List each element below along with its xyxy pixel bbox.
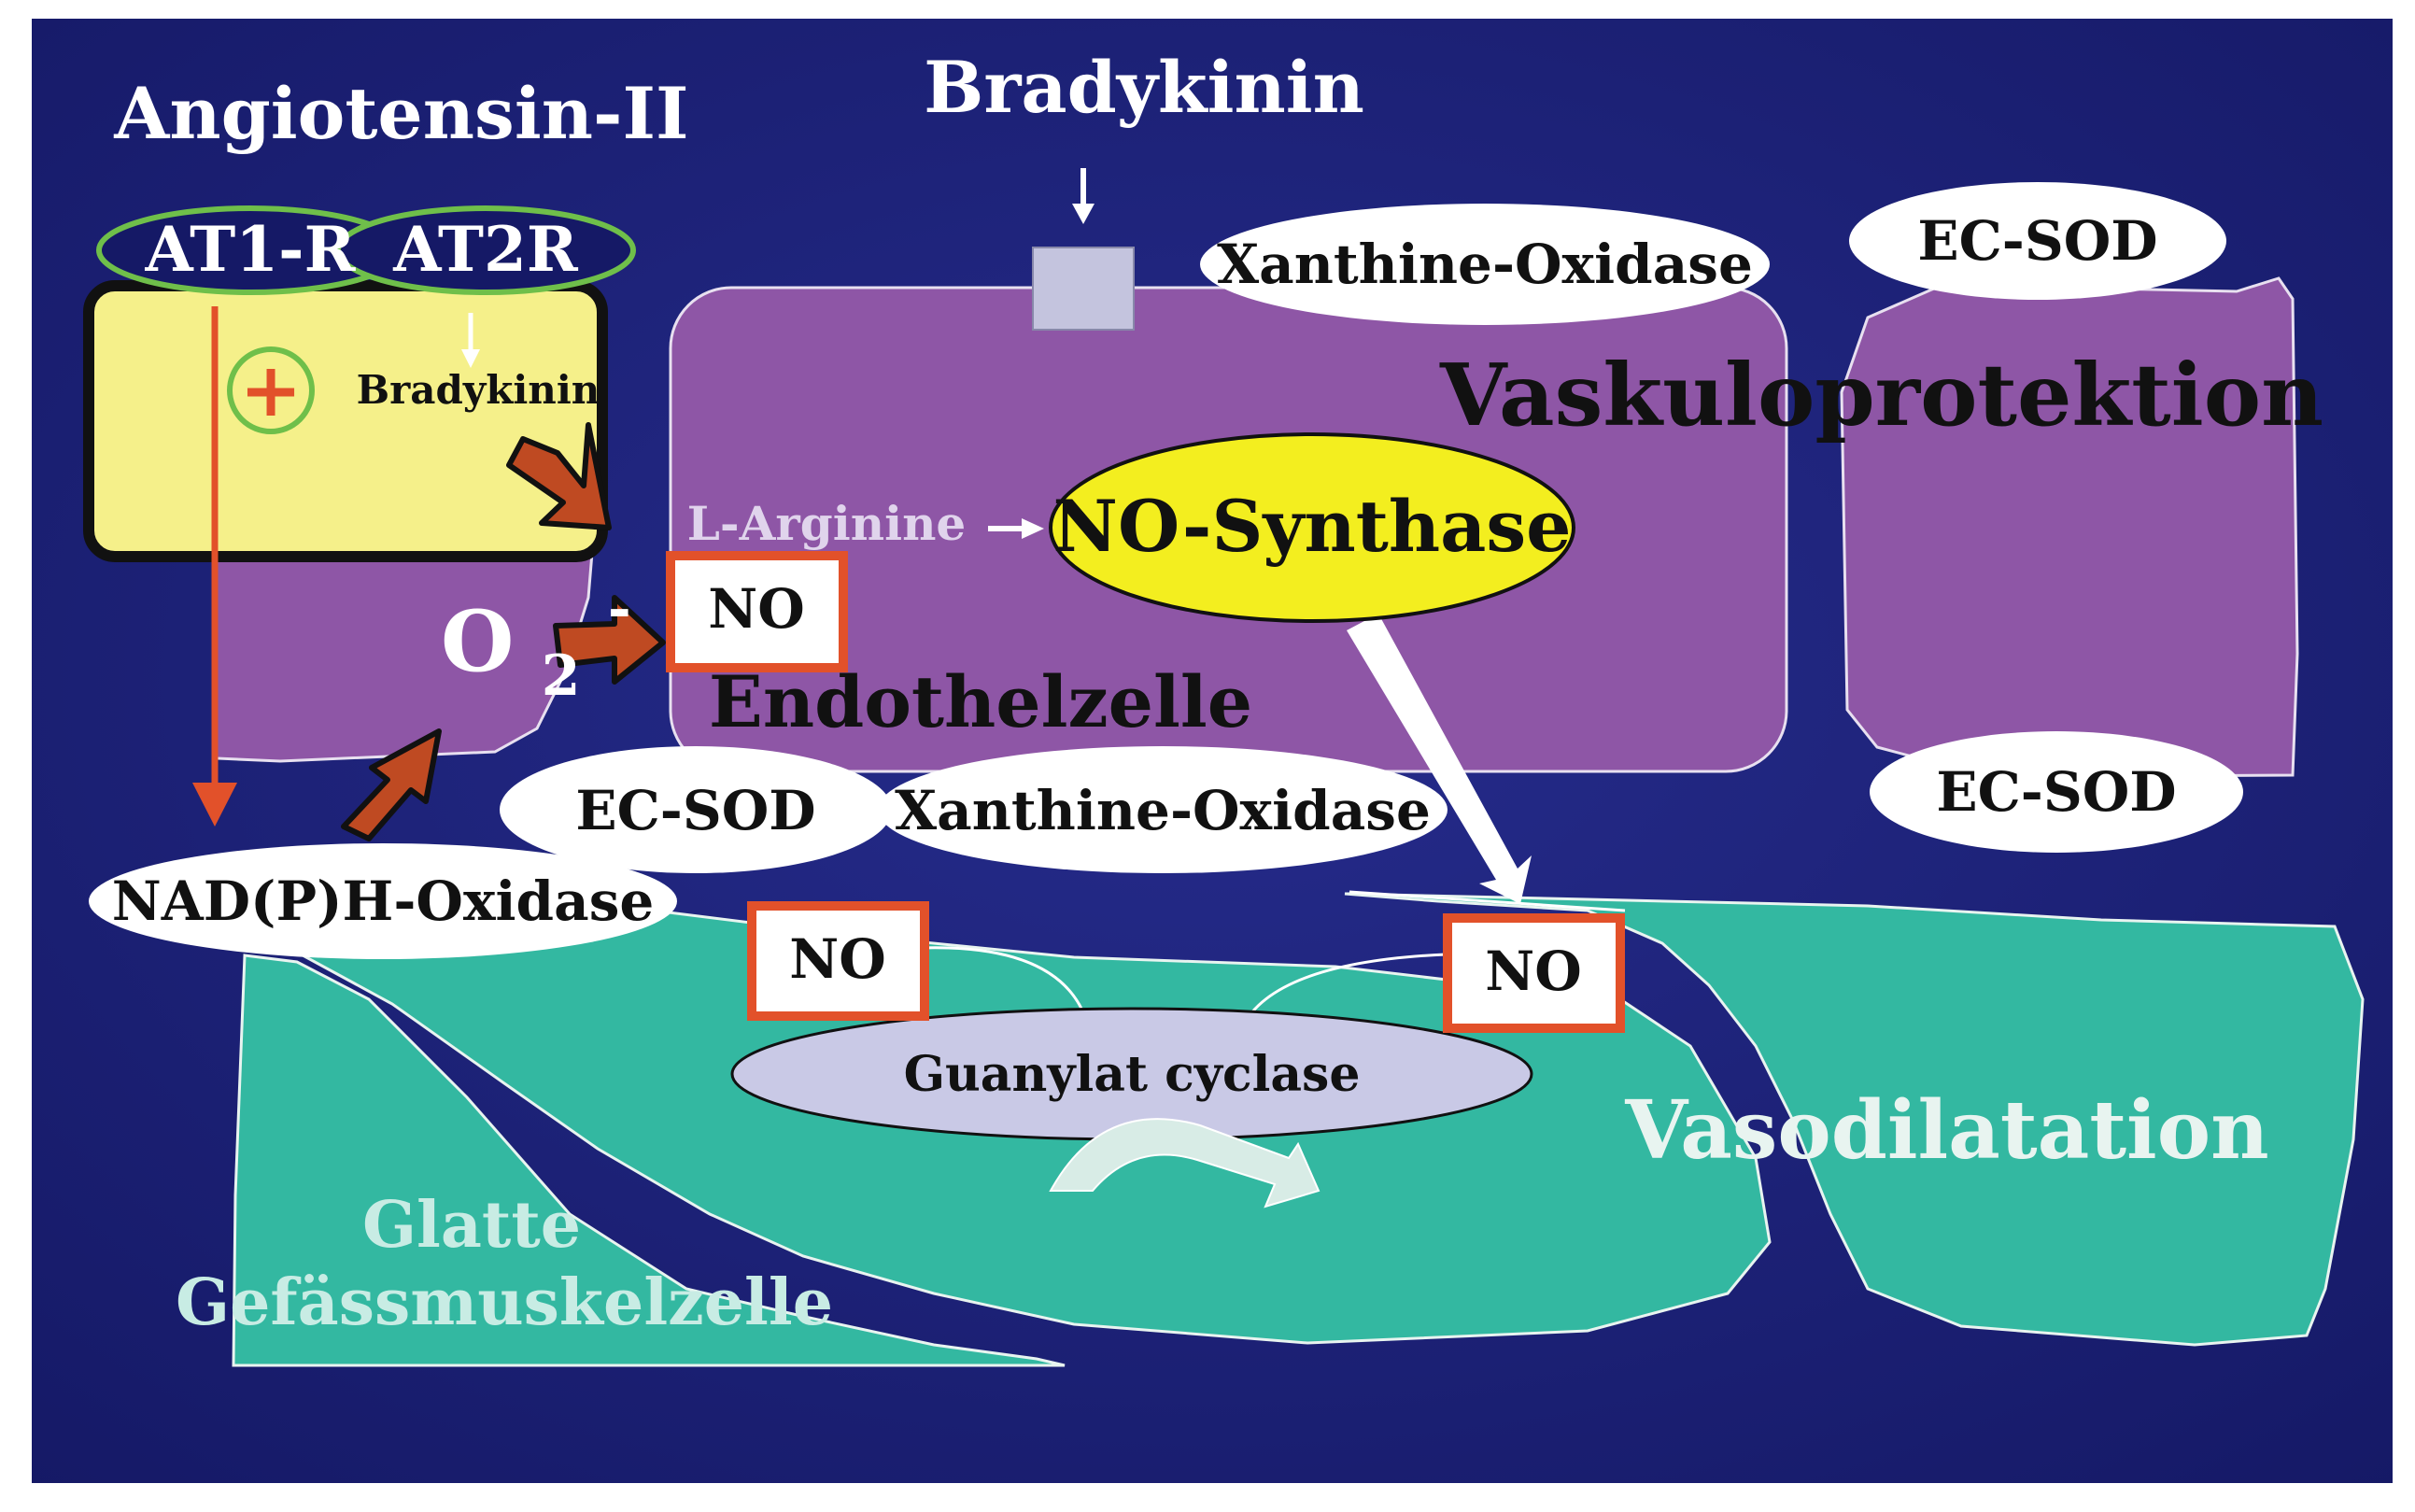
- xanthine-oxidase-middle-label: Xanthine-Oxidase: [895, 779, 1431, 842]
- ec-sod-middle-oval: [500, 746, 892, 873]
- no-synthase-oval: [1049, 432, 1575, 623]
- membrane-region: [83, 280, 608, 562]
- bradykinin-top-label: Bradykinin: [924, 46, 1364, 129]
- l-arginine-arrow: [988, 518, 1044, 539]
- gefaessmuskelzelle-label: Gefässmuskelzelle: [176, 1265, 833, 1340]
- at2r-down-arrow: [461, 313, 480, 368]
- plus-sign-icon: [227, 346, 315, 434]
- superoxide-superscript: -: [608, 576, 631, 642]
- xanthine-oxidase-top-oval: [1200, 204, 1770, 325]
- guanylat-cyclase-label: Guanylat cyclase: [904, 1046, 1361, 1103]
- nadph-oxidase-oval: [89, 843, 677, 959]
- no-endothelial-label: NO: [708, 577, 805, 641]
- block-arrow-icon: [553, 595, 666, 685]
- no-right-muscle-label: NO: [1485, 940, 1582, 1003]
- smooth-muscle-cell-right: [1344, 892, 2365, 1347]
- no-left-muscle-label: NO: [789, 927, 886, 991]
- angiotensin-label: Angiotensin-II: [113, 72, 688, 155]
- at2r-receptor[interactable]: [335, 205, 636, 295]
- ec-sod-middle-label: EC-SOD: [575, 779, 815, 842]
- xanthine-oxidase-top-label: Xanthine-Oxidase: [1217, 233, 1753, 296]
- curved-arrow-icon: [1049, 1118, 1320, 1208]
- no-synthase-label: NO-Synthase: [1052, 485, 1571, 568]
- ec-sod-top-oval: [1849, 182, 2226, 300]
- superoxide-subscript: 2: [542, 643, 581, 709]
- bradykinin-receptor-square: [1032, 247, 1135, 331]
- no-to-cyclase-curve: [919, 946, 1090, 1026]
- no-box-left-muscle: [747, 901, 929, 1021]
- block-arrow-icon: [341, 728, 442, 841]
- no-box-right-muscle: [1443, 913, 1625, 1033]
- bradykinin-small-label: Bradykinin: [357, 367, 600, 413]
- bradykinin-down-arrow: [1072, 168, 1095, 224]
- ec-sod-right-label: EC-SOD: [1936, 760, 2176, 824]
- glatte-label: Glatte: [362, 1188, 581, 1263]
- endothelzelle-label: Endothelzelle: [709, 660, 1252, 743]
- at1r-to-nadph-arrow: [192, 306, 237, 827]
- at1r-label: AT1-R: [145, 213, 357, 286]
- plus-label: +: [239, 346, 302, 433]
- at2r-label: AT2R: [392, 213, 579, 286]
- l-arginine-label: L-Arginine: [687, 496, 967, 551]
- ec-sod-top-label: EC-SOD: [1917, 209, 2157, 273]
- vaskuloprotektion-label: Vaskuloprotektion: [1439, 345, 2323, 445]
- superoxide-label: O 2 -: [441, 576, 631, 715]
- xanthine-oxidase-middle-oval: [878, 746, 1448, 873]
- synthase-to-no-arrow: [1347, 614, 1532, 904]
- vasodilatation-label: Vasodilatation: [1624, 1083, 2268, 1178]
- superoxide-base: O: [441, 592, 514, 691]
- block-arrow-icon: [506, 422, 612, 530]
- smooth-muscle-cell-left: [232, 954, 1066, 1367]
- ec-sod-right-oval: [1870, 731, 2243, 853]
- no-bridge-line: [1349, 890, 1626, 912]
- endothelial-cell-left: [213, 540, 595, 763]
- nadph-oxidase-label: NAD(P)H-Oxidase: [112, 869, 655, 933]
- no-box-endothelial: [666, 551, 848, 672]
